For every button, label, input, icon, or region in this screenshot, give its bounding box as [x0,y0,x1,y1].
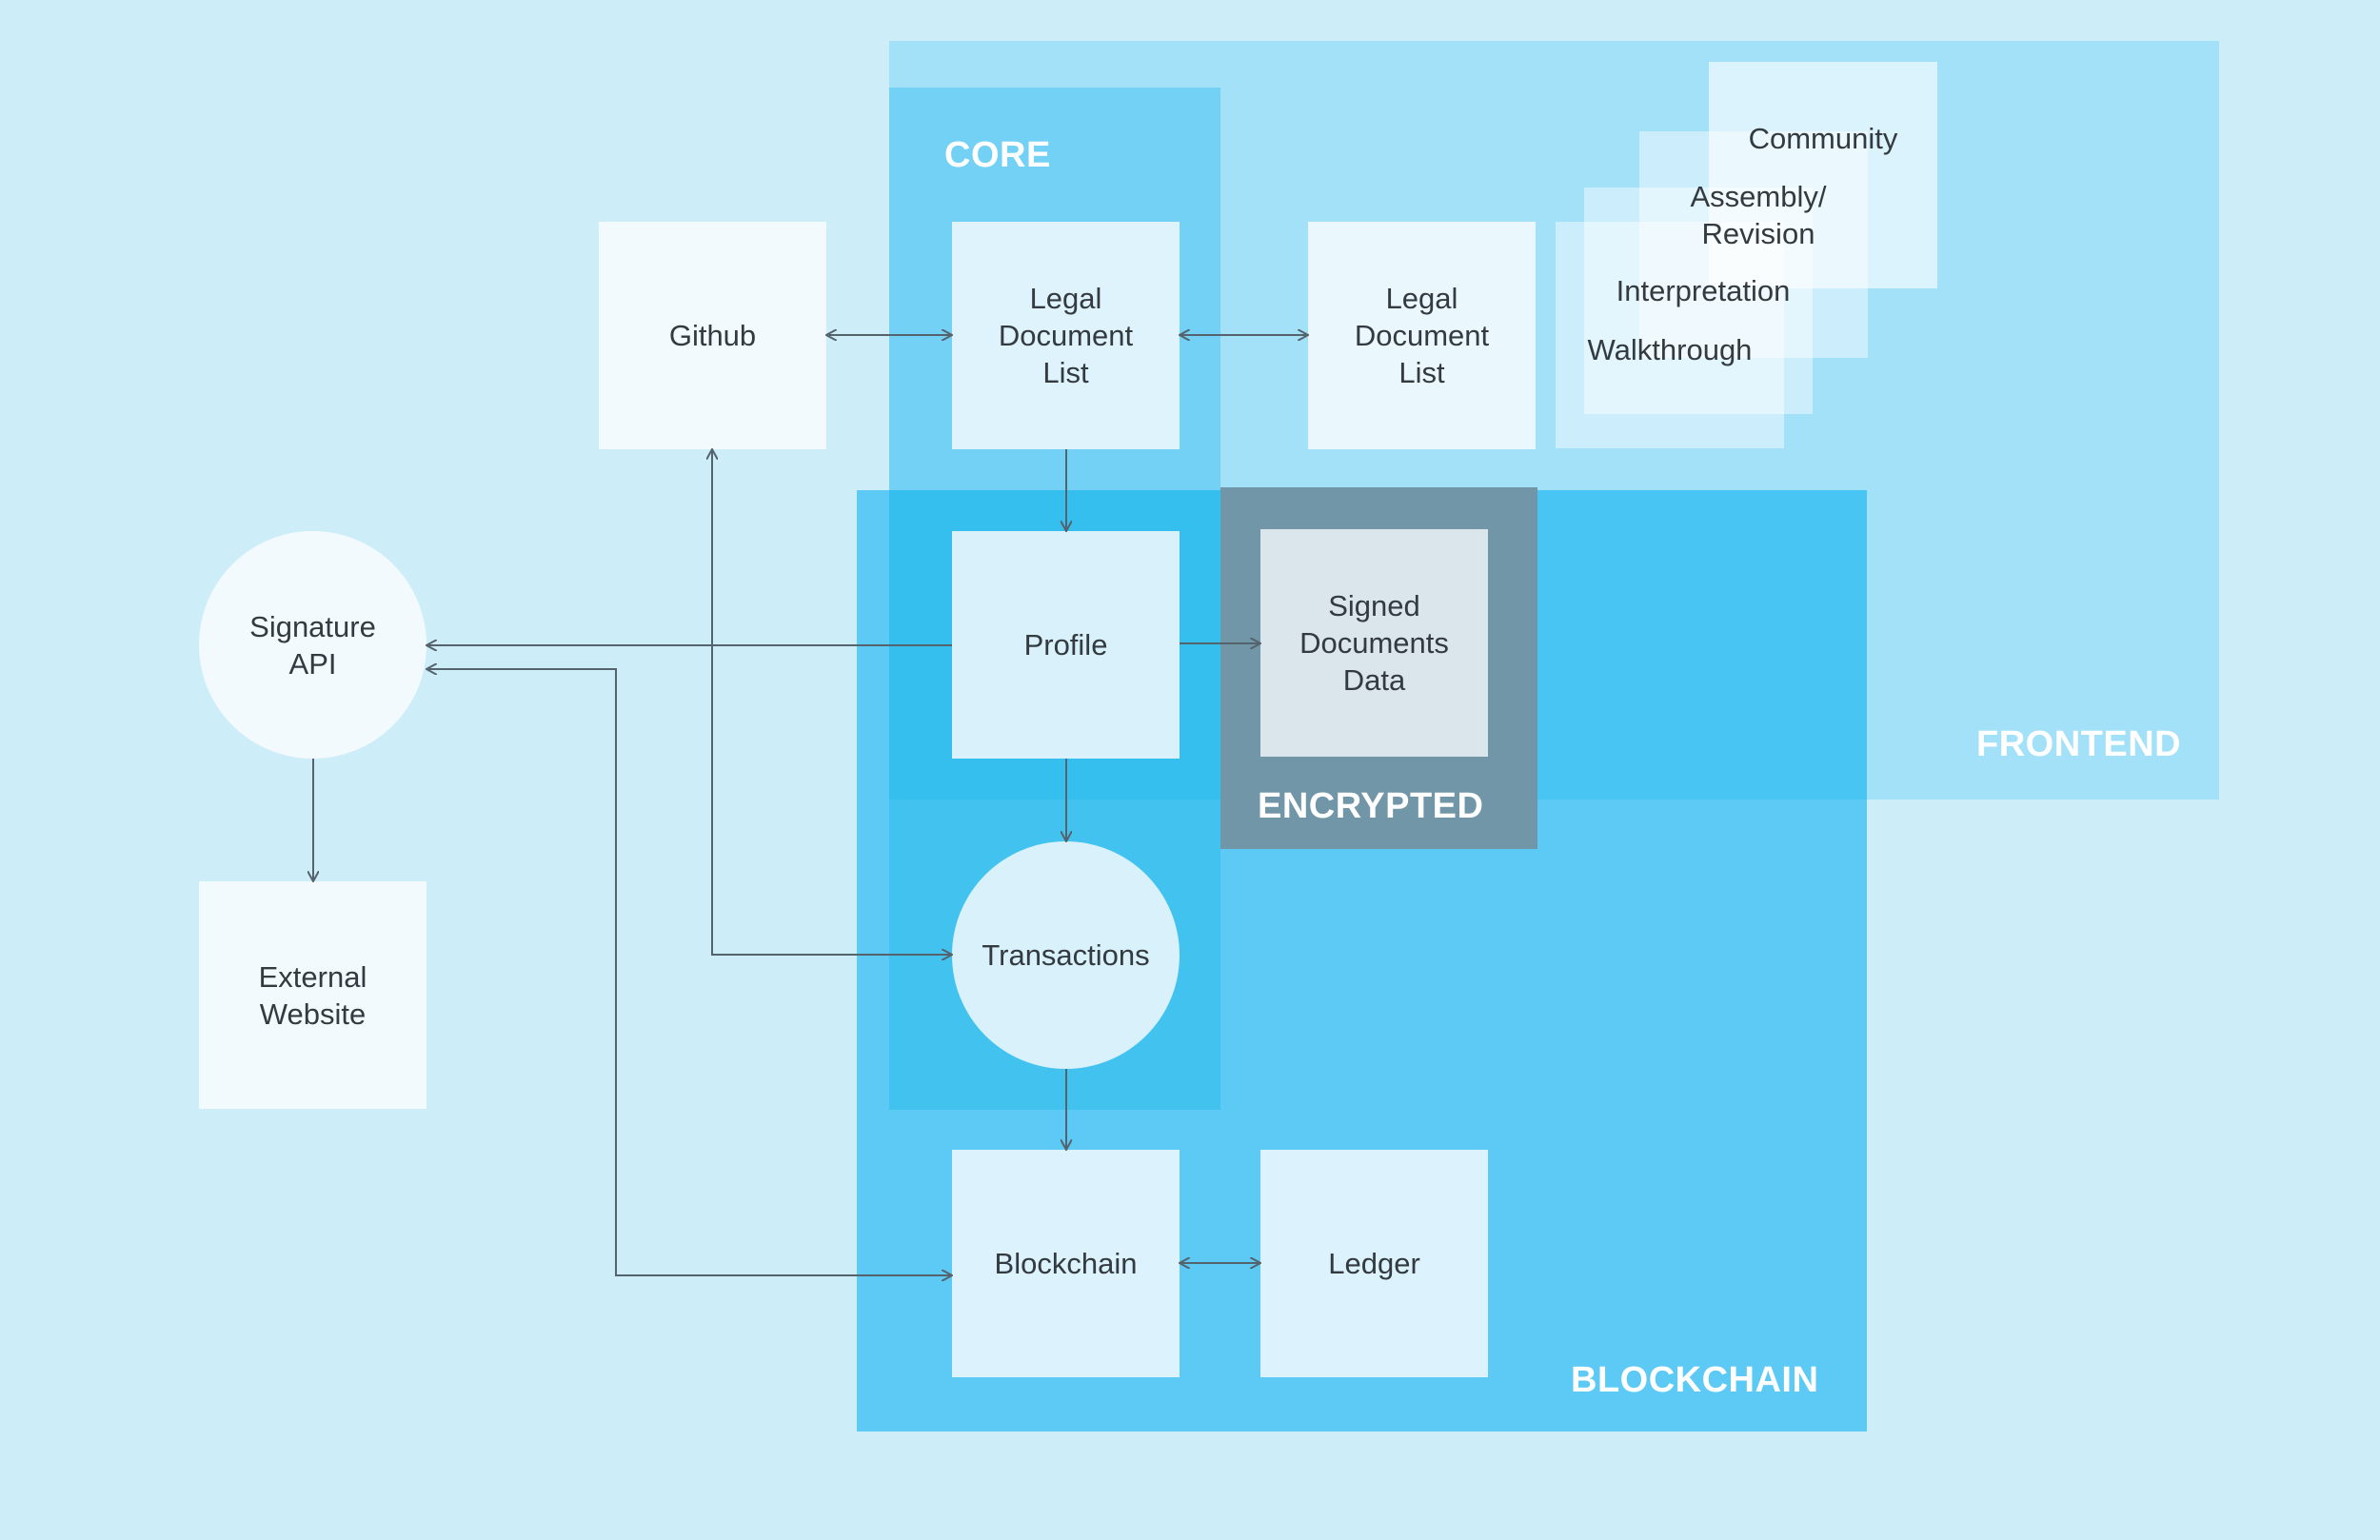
walkthrough-label: Walkthrough [1587,333,1753,366]
interpretation-label: Interpretation [1616,274,1791,307]
github-transactions-connector [712,449,952,955]
community-label: Community [1748,122,1898,155]
profile-node[interactable]: Profile [952,531,1180,759]
core-label: CORE [944,135,1051,175]
walkthrough-card[interactable] [1556,222,1784,448]
signature-api-node[interactable]: Signature API [199,531,426,759]
encrypted-label: ENCRYPTED [1258,786,1484,826]
signature-api-blockchain-connector [426,669,952,1275]
legal-document-list-core-node[interactable]: Legal Document List [952,222,1180,449]
assembly-revision-card[interactable] [1639,131,1868,358]
ledger-node[interactable]: Ledger [1260,1150,1488,1377]
interpretation-card[interactable] [1584,188,1813,414]
github-node[interactable]: Github [599,222,826,449]
community-card[interactable] [1709,62,1937,288]
frontend-label: FRONTEND [1976,724,2182,764]
transactions-node[interactable]: Transactions [952,841,1180,1069]
signed-documents-data-node[interactable]: Signed Documents Data [1260,529,1488,757]
blockchain-node[interactable]: Blockchain [952,1150,1180,1377]
external-website-node[interactable]: External Website [199,881,426,1109]
blockchain-label: BLOCKCHAIN [1571,1360,1819,1400]
assembly-revision-label: Assembly/ Revision [1690,180,1827,250]
legal-document-list-frontend-node[interactable]: Legal Document List [1308,222,1536,449]
